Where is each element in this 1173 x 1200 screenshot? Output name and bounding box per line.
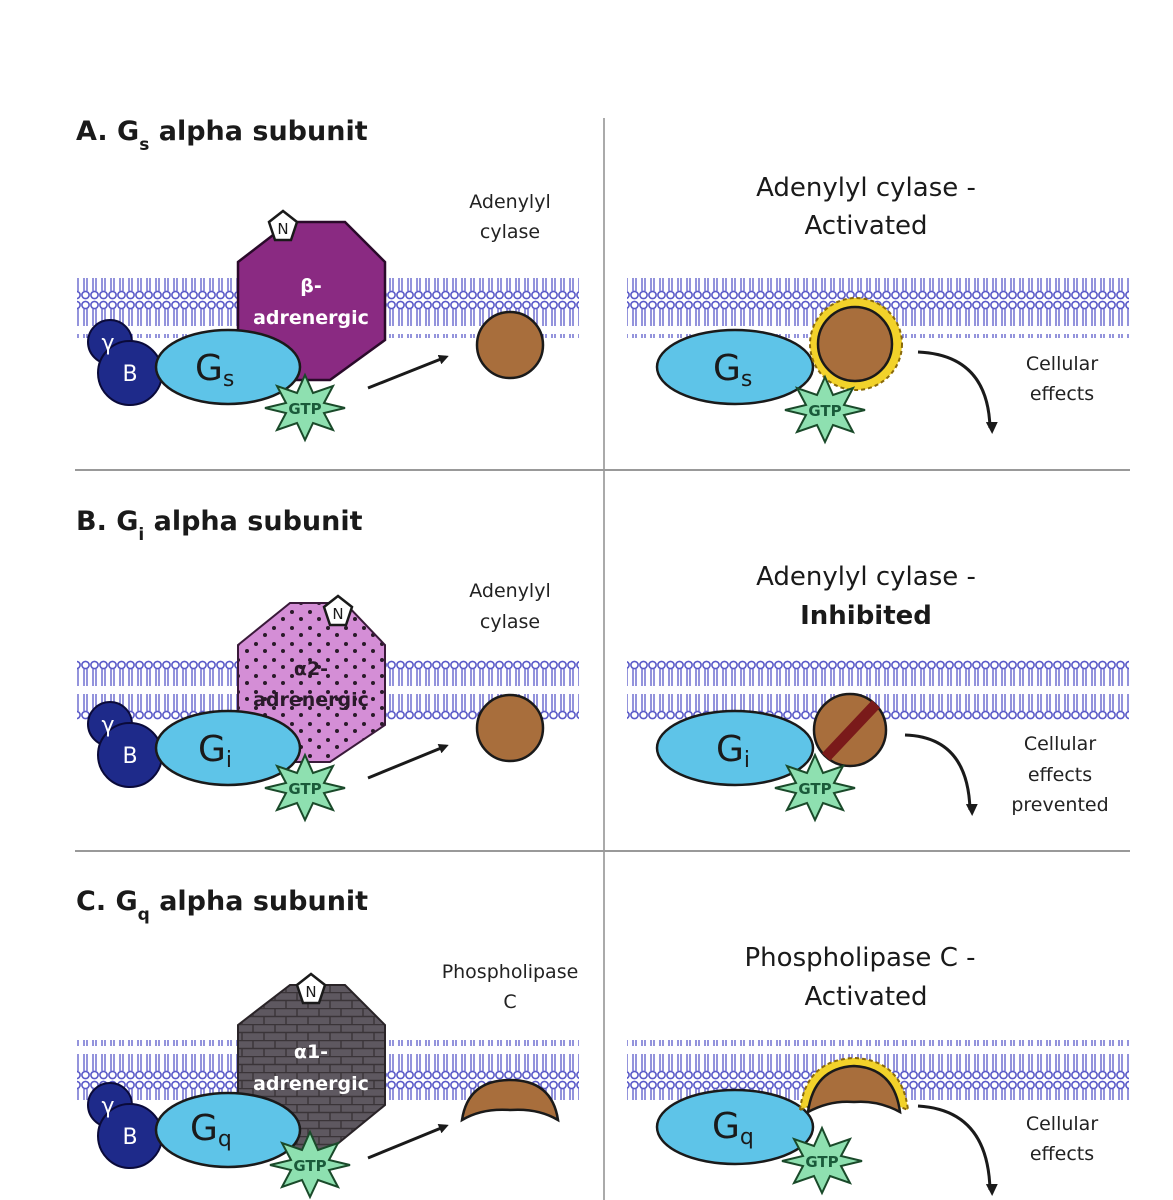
outcome-label: Cellular [1026,353,1098,375]
n-terminus-icon [322,594,354,627]
gtp-label: GTP [808,402,841,420]
n-terminus-icon [295,972,327,1005]
activation-arrow [367,1124,449,1160]
n-terminus-label: N [277,220,288,238]
receptor-label: adrenergic [253,1073,369,1095]
gtp-icon [269,1129,351,1200]
gtp-icon [781,1125,863,1196]
effector-label: Adenylyl [469,191,551,213]
effector-label: cylase [480,611,540,633]
effector-label: cylase [480,221,540,243]
adenylyl-cyclase [475,693,545,763]
panel-c-heading: C. Gq alpha subunit [76,886,368,925]
panel-c: C. Gq alpha subunit α1- adrenergic N γ B… [76,886,1129,1200]
adenylyl-cyclase [475,310,545,380]
gtp-label: GTP [288,400,321,418]
g-alpha-label: Gs [713,348,752,392]
g-alpha-label: Gq [190,1108,232,1152]
outcome-label: effects [1028,764,1092,786]
gtp-icon [264,752,346,823]
outcome-label: effects [1030,1143,1094,1165]
gamma-label: γ [101,1094,114,1119]
result-title: Activated [804,982,927,1012]
phospholipase-c-active [806,1064,902,1115]
gtp-icon [774,752,856,823]
beta-label: B [122,362,137,387]
receptor-label: β- [300,275,322,297]
g-alpha-label: Gq [712,1106,754,1150]
n-terminus-icon [267,209,299,242]
g-alpha-subunit [154,709,302,787]
gtp-label: GTP [798,780,831,798]
g-alpha-subunit [154,1091,302,1169]
effects-arrow [917,350,998,434]
receptor-label: α1- [294,1041,328,1063]
effects-arrow [904,733,978,816]
gamma-label: γ [101,713,114,738]
panel-b: B. Gi alpha subunit α2- adrenergic N γ B… [76,506,1129,823]
g-alpha-subunit [655,1088,815,1166]
result-title: Adenylyl cylase - [756,173,976,203]
receptor-label: α2- [294,658,328,680]
gtp-icon [784,374,866,445]
activation-arrow [367,354,449,390]
adenylyl-cyclase-active [816,305,894,383]
gtp-label: GTP [288,780,321,798]
beta-label: B [122,744,137,769]
outcome-label: prevented [1011,794,1108,816]
panel-a: A. Gs alpha subunit β- adrenergic N γ B … [76,116,1129,445]
effector-label: Phospholipase [442,961,579,983]
receptor-label: adrenergic [253,307,369,329]
outcome-label: Cellular [1026,1113,1098,1135]
receptor-label: adrenergic [253,689,369,711]
beta-label: B [122,1125,137,1150]
g-alpha-label: Gs [195,348,234,392]
g-alpha-subunit [154,328,302,406]
panel-a-heading: A. Gs alpha subunit [76,116,368,155]
result-title: Adenylyl cylase - [756,562,976,592]
outcome-label: effects [1030,383,1094,405]
g-alpha-subunit [655,328,815,406]
outcome-label: Cellular [1024,733,1096,755]
activation-arrow [367,744,449,780]
n-terminus-label: N [305,983,316,1001]
gtp-label: GTP [293,1157,326,1175]
result-title: Phospholipase C - [745,943,976,973]
result-title: Inhibited [800,601,932,631]
g-alpha-label: Gi [198,729,232,773]
gtp-label: GTP [805,1153,838,1171]
inhibition-bar [821,700,881,761]
n-terminus-label: N [332,605,343,623]
effects-arrow [917,1104,998,1196]
gtp-icon [264,372,346,443]
effector-label: C [503,991,516,1013]
g-alpha-subunit [655,709,815,787]
result-title: Activated [804,211,927,241]
effector-label: Adenylyl [469,580,551,602]
panel-b-heading: B. Gi alpha subunit [76,506,363,545]
phospholipase-c [460,1078,560,1123]
gamma-label: γ [101,331,114,356]
g-alpha-label: Gi [716,729,750,773]
